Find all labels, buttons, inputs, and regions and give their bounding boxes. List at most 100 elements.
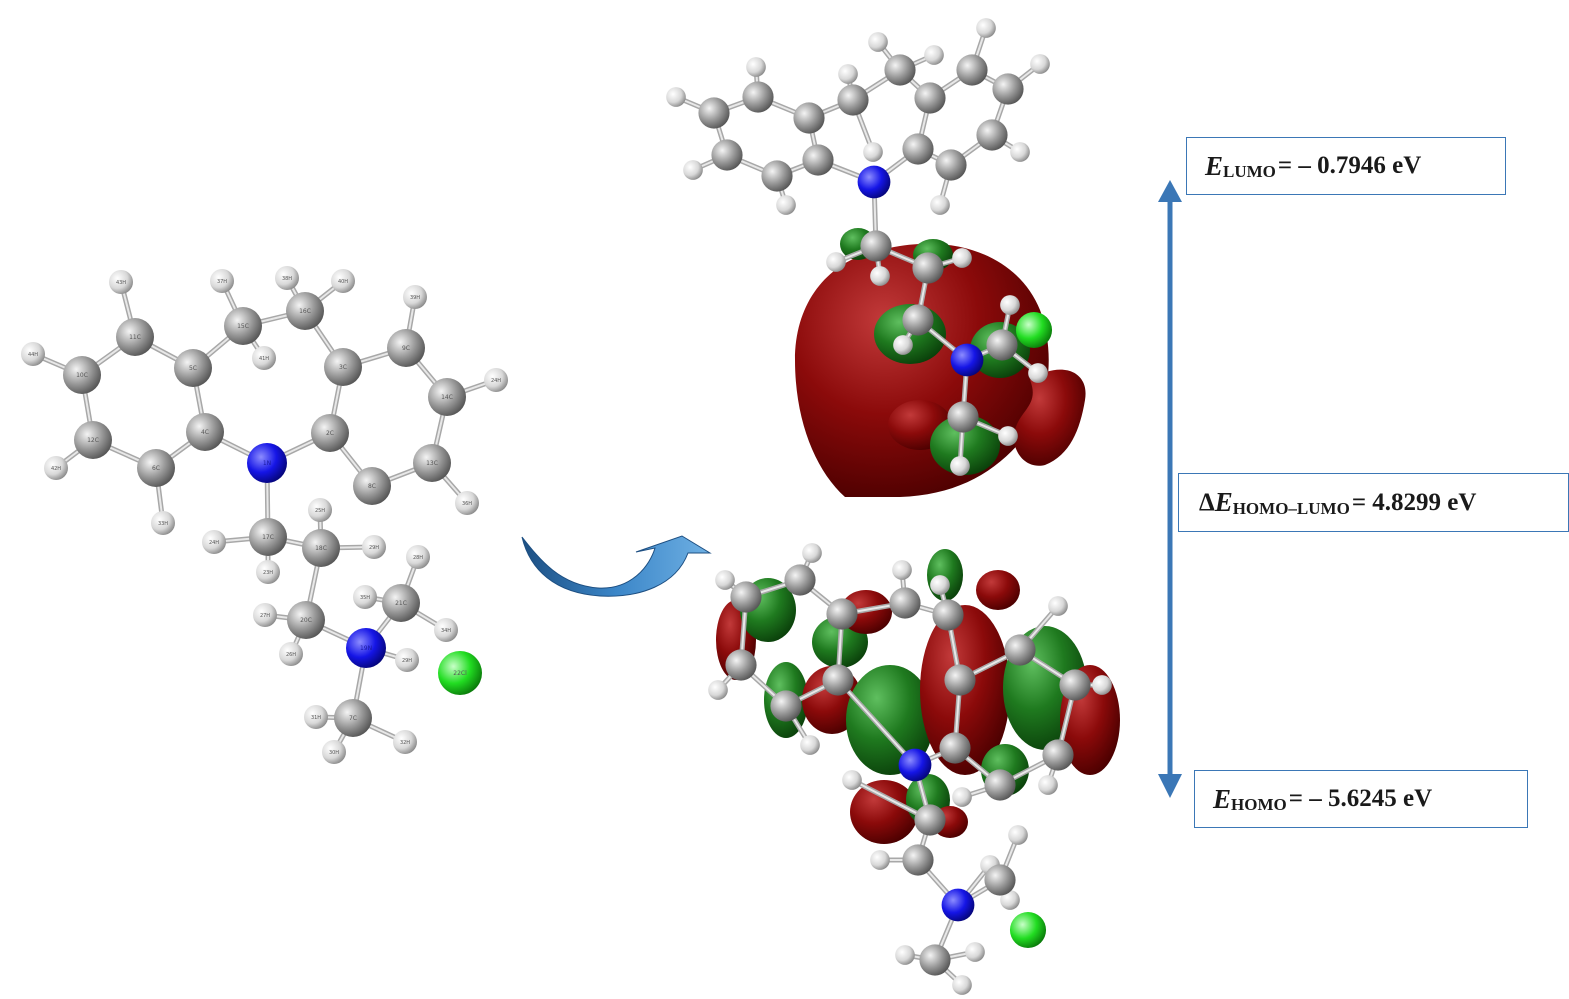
hydrogen-atom — [44, 456, 68, 480]
hydrogen-atom — [800, 735, 820, 755]
carbon-atom — [947, 401, 979, 433]
carbon-atom — [784, 564, 816, 596]
lumo-value: = – 0.7946 eV — [1277, 152, 1422, 179]
carbon-atom — [939, 732, 971, 764]
carbon-atom — [382, 584, 420, 622]
homo-molecule — [708, 543, 1112, 995]
carbon-atom — [413, 444, 451, 482]
hydrogen-atom — [1030, 54, 1050, 74]
hydrogen-atom — [308, 498, 332, 522]
atom-label: 17C — [262, 534, 274, 541]
atom-label: 40H — [338, 279, 348, 285]
atom-label: 24H — [209, 540, 219, 546]
nitrogen-atom — [941, 888, 975, 922]
carbon-atom — [932, 599, 964, 631]
atom-label: 34H — [441, 628, 451, 634]
hydrogen-atom — [210, 269, 234, 293]
carbon-atom — [302, 529, 340, 567]
carbon-atom — [63, 356, 101, 394]
carbon-atom — [116, 318, 154, 356]
atom-label: 8C — [368, 483, 376, 490]
carbon-atom — [224, 307, 262, 345]
hydrogen-atom — [683, 160, 703, 180]
chlorine-atom — [1009, 911, 1047, 949]
atom-label: 6C — [152, 465, 160, 472]
hydrogen-atom — [1000, 295, 1020, 315]
atom-label: 33H — [158, 521, 168, 527]
hydrogen-atom — [253, 603, 277, 627]
hydrogen-atom — [353, 585, 377, 609]
chlorine-atom — [438, 651, 482, 695]
lumo-energy-label: E LUMO = – 0.7946 eV — [1186, 137, 1506, 195]
atom-label: 11C — [129, 334, 141, 341]
hydrogen-atom — [826, 252, 846, 272]
hydrogen-atom — [395, 648, 419, 672]
atom-label: 43H — [116, 280, 126, 286]
atom-label: 1N — [263, 460, 271, 467]
chlorine-atom — [1015, 311, 1053, 349]
hydrogen-atom — [998, 426, 1018, 446]
hydrogen-atom — [838, 64, 858, 84]
atom-label: 31H — [311, 715, 321, 721]
carbon-atom — [74, 421, 112, 459]
hydrogen-atom — [893, 335, 913, 355]
hydrogen-atom — [746, 57, 766, 77]
atom-label: 10C — [76, 372, 88, 379]
homo-energy-label: E HOMO = – 5.6245 eV — [1194, 770, 1528, 828]
hydrogen-atom — [666, 87, 686, 107]
atom-label: 14C — [441, 394, 453, 401]
atom-label: 29H — [402, 658, 412, 664]
carbon-atom — [984, 864, 1016, 896]
carbon-atom — [249, 518, 287, 556]
atoms — [708, 543, 1112, 995]
atom-label: 23H — [263, 570, 273, 576]
hydrogen-atom — [895, 945, 915, 965]
hydrogen-atom — [952, 248, 972, 268]
carbon-atom — [287, 601, 325, 639]
atoms — [666, 18, 1053, 476]
atom-label: 20C — [300, 617, 312, 624]
hydrogen-atom — [151, 511, 175, 535]
hydrogen-atom — [930, 195, 950, 215]
carbon-atom — [992, 73, 1024, 105]
atom-label: 39H — [410, 295, 420, 301]
hydrogen-atom — [1028, 363, 1048, 383]
carbon-atom — [761, 160, 793, 192]
nitrogen-atom — [898, 748, 932, 782]
carbon-atom — [826, 598, 858, 630]
carbon-atom — [793, 102, 825, 134]
atom-label: 30H — [329, 750, 339, 756]
atom-label: 4C — [201, 429, 209, 436]
carbon-atom — [902, 133, 934, 165]
carbon-atom — [186, 413, 224, 451]
hydrogen-atom — [950, 456, 970, 476]
carbon-atom — [711, 139, 743, 171]
hydrogen-atom — [842, 770, 862, 790]
hydrogen-atom — [256, 560, 280, 584]
carbon-atom — [428, 378, 466, 416]
hydrogen-atom — [1010, 142, 1030, 162]
carbon-atom — [884, 54, 916, 86]
carbon-atom — [889, 587, 921, 619]
hydrogen-atom — [930, 575, 950, 595]
carbon-atom — [387, 329, 425, 367]
atom-label: 7C — [349, 715, 357, 722]
hydrogen-atom — [279, 642, 303, 666]
gap-delta: Δ — [1199, 488, 1215, 516]
atom-label: 27H — [260, 613, 270, 619]
hydrogen-atom — [1048, 596, 1068, 616]
hydrogen-atom — [1092, 675, 1112, 695]
hydrogen-atom — [868, 32, 888, 52]
hydrogen-atom — [21, 342, 45, 366]
hydrogen-atom — [776, 195, 796, 215]
atom-label: 41H — [259, 356, 269, 362]
hydrogen-atom — [455, 491, 479, 515]
atom-label: 19N — [360, 645, 372, 652]
atom-label: 38H — [282, 276, 292, 282]
atom-label: 28H — [413, 555, 423, 561]
carbon-atom — [742, 81, 774, 113]
atom-label: 16C — [299, 308, 311, 315]
carbon-atom — [919, 944, 951, 976]
